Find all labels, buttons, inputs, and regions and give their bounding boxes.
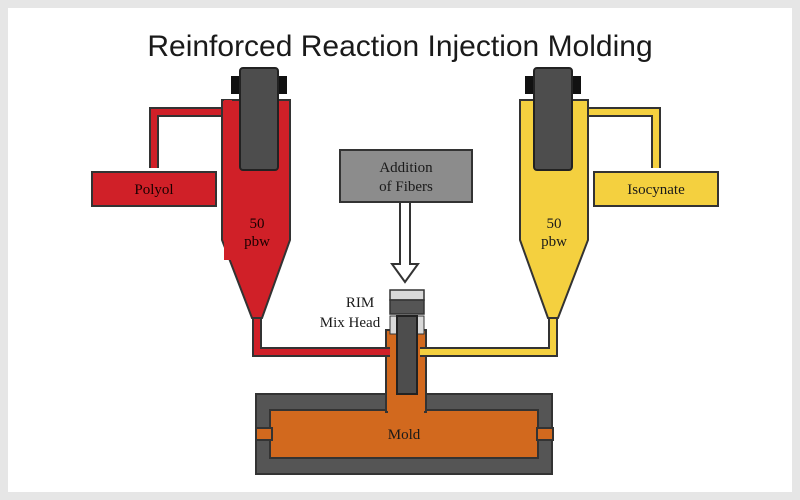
mix-head-label-line1: RIM — [346, 295, 374, 311]
polyol-box — [91, 171, 217, 207]
fibers-label-line2: of Fibers — [379, 179, 433, 195]
mold-label: Mold — [388, 427, 421, 443]
mold-sprue-join — [388, 408, 424, 414]
isocyanate-feed-pipe-outline — [578, 107, 661, 168]
isocyanate-feed-pipe — [578, 109, 659, 168]
polyol-label: Polyol — [134, 182, 173, 198]
isocyanate-outlet-pipe-outline — [420, 312, 558, 357]
diagram-frame: Reinforced Reaction Injection Molding Mo… — [8, 8, 792, 492]
isocyanate-ratio-unit: pbw — [541, 234, 567, 250]
mix-head: RIM Mix Head — [320, 289, 425, 395]
isocyanate-ratio-value: 50 — [547, 216, 562, 232]
mix-head-collar — [389, 299, 425, 315]
polyol-feed-pipe-outline — [149, 107, 232, 168]
mix-head-top-cap — [389, 289, 425, 301]
polyol-piston — [239, 67, 279, 171]
mold-left-vent — [255, 427, 273, 441]
fibers-label-line1: Addition — [379, 160, 433, 176]
fibers-arrow — [390, 201, 420, 284]
fibers-unit: Addition of Fibers — [339, 149, 473, 284]
mix-head-plunger — [396, 315, 418, 395]
isocyanate-label: Isocynate — [627, 182, 685, 198]
rrim-diagram: Reinforced Reaction Injection Molding Mo… — [91, 30, 719, 475]
fibers-box — [339, 149, 473, 203]
polyol-ratio-unit: pbw — [244, 234, 270, 250]
isocyanate-outlet-pipe — [420, 312, 556, 355]
polyol-feed-pipe — [151, 109, 232, 168]
mold-cavity — [269, 409, 539, 459]
isocyanate-unit: Isocynate 50 pbw — [420, 67, 719, 357]
mix-head-label-line2: Mix Head — [320, 315, 381, 331]
polyol-outlet-pipe — [254, 312, 390, 355]
polyol-unit: Polyol 50 pbw — [91, 67, 390, 357]
mold-right-vent — [536, 427, 554, 441]
isocyanate-piston — [533, 67, 573, 171]
mold: Mold — [255, 329, 554, 475]
diagram-title: Reinforced Reaction Injection Molding — [147, 30, 652, 63]
isocyanate-box — [593, 171, 719, 207]
polyol-ratio-value: 50 — [250, 216, 265, 232]
